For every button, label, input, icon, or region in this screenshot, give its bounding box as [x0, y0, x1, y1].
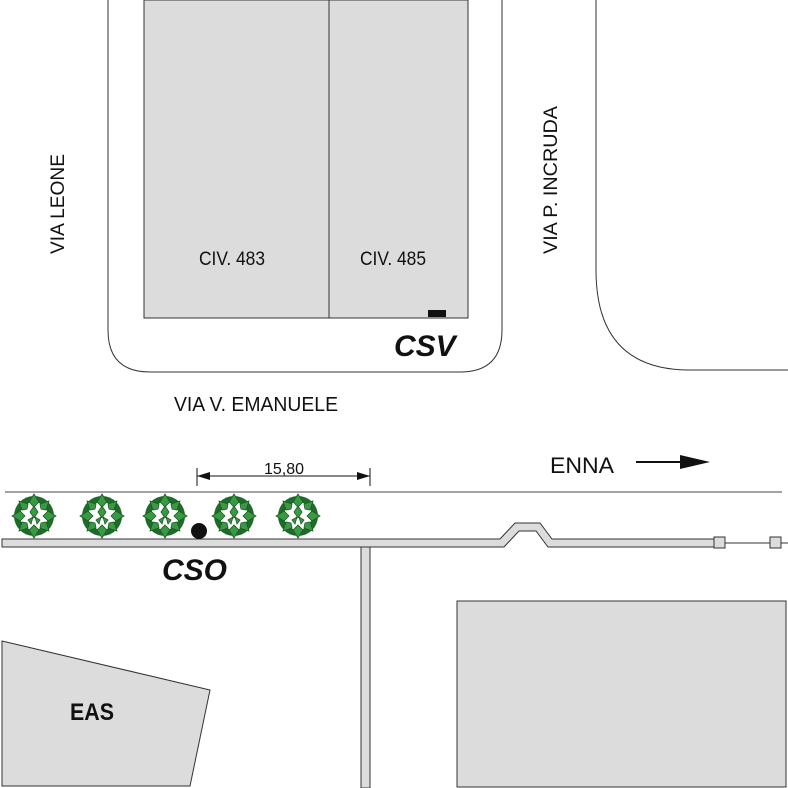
civ-483-label: CIV. 483	[199, 249, 265, 270]
building-civ-485	[328, 0, 469, 319]
pipe-branch	[360, 546, 371, 788]
tree-icon	[275, 493, 321, 539]
tree-icon	[11, 493, 57, 539]
tree-icon	[211, 493, 257, 539]
tree-icon	[79, 493, 125, 539]
civ-485-label: CIV. 485	[360, 249, 426, 270]
direction-label: ENNA	[550, 453, 614, 478]
curb-via-incruda	[595, 0, 788, 371]
dimension-line	[196, 468, 371, 486]
tree-icon	[142, 493, 188, 539]
eas-label: EAS	[70, 699, 114, 726]
via-leone-label: VIA LEONE	[48, 154, 69, 254]
via-incruda-label: VIA P. INCRUDA	[541, 106, 562, 254]
via-emanuele-label: VIA V. EMANUELE	[174, 394, 338, 416]
dimension-label: 15,80	[264, 461, 304, 478]
valve-icon	[713, 536, 726, 549]
curb-via-leone	[107, 0, 503, 373]
csv-label: CSV	[394, 330, 459, 363]
building-lower-right	[456, 600, 787, 788]
cso-label: CSO	[162, 554, 227, 587]
building-eas	[1, 640, 211, 787]
direction-arrow-head	[680, 455, 710, 469]
valve-icon	[769, 536, 782, 549]
csv-marker	[428, 310, 446, 317]
building-civ-483	[143, 0, 330, 319]
cso-marker	[191, 523, 207, 539]
